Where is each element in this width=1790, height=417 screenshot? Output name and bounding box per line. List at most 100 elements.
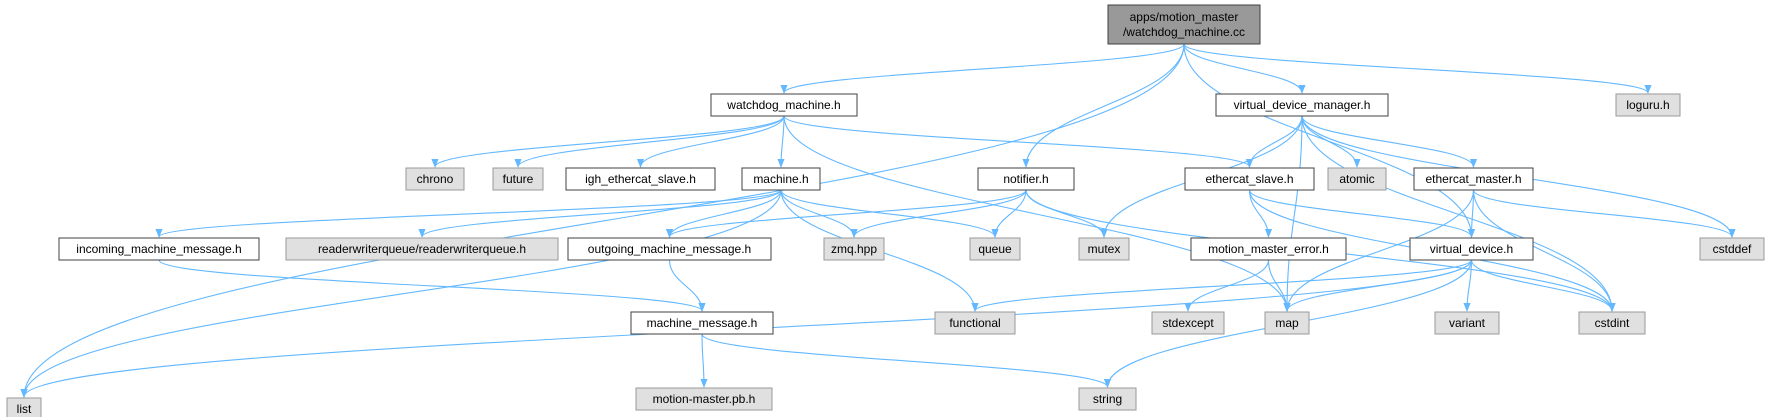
node-root[interactable]: apps/motion_master/watchdog_machine.cc <box>1107 4 1261 45</box>
node-box-readerwriterqueue_h <box>285 237 559 261</box>
node-box-variant <box>1434 311 1500 335</box>
edge-machine_h-to-zmq_hpp <box>780 189 858 238</box>
node-outgoing_machine_message_h[interactable]: outgoing_machine_message.h <box>567 237 772 261</box>
node-label-virtual_device_h: virtual_device.h <box>1430 242 1513 256</box>
node-zmq_hpp: zmq.hpp <box>823 237 885 261</box>
node-box-atomic <box>1327 167 1387 191</box>
edge-virtual_device_manager_h-to-ethercat_slave_h <box>1245 115 1303 168</box>
node-notifier_h[interactable]: notifier.h <box>977 167 1075 191</box>
node-box-outgoing_machine_message_h <box>567 237 772 261</box>
edge-watchdog_machine_h-to-map <box>783 115 1291 312</box>
node-label-future: future <box>503 172 534 186</box>
node-box-virtual_device_h <box>1409 237 1534 261</box>
edge-ethercat_slave_h-to-virtual_device_h <box>1248 189 1476 238</box>
node-machine_message_h[interactable]: machine_message.h <box>630 311 774 335</box>
edge-virtual_device_manager_h-to-cstdint <box>1301 115 1616 312</box>
edge-virtual_device_manager_h-to-ethercat_master_h <box>1301 115 1478 168</box>
edge-ethercat_master_h-to-cstddef <box>1472 189 1736 238</box>
node-map: map <box>1264 311 1310 335</box>
node-label-atomic: atomic <box>1339 172 1374 186</box>
edge-watchdog_machine_h-to-machine_h <box>777 115 785 168</box>
node-label-notifier_h: notifier.h <box>1003 172 1048 186</box>
edge-machine_h-to-readerwriterqueue_h <box>418 189 782 238</box>
node-label-motion_master_error_h: motion_master_error.h <box>1208 242 1329 256</box>
node-variant: variant <box>1434 311 1500 335</box>
node-box-motion_master_pb_h <box>635 387 773 411</box>
node-box-incoming_machine_message_h <box>58 237 260 261</box>
node-label-cstddef: cstddef <box>1713 242 1752 256</box>
node-stdexcept: stdexcept <box>1151 311 1225 335</box>
edge-ethercat_master_h-to-map <box>1283 189 1475 312</box>
node-box-map <box>1264 311 1310 335</box>
node-box-motion_master_error_h <box>1190 237 1347 261</box>
node-box-watchdog_machine_h <box>710 93 858 117</box>
node-machine_h[interactable]: machine.h <box>741 167 821 191</box>
edge-notifier_h-to-zmq_hpp <box>850 189 1027 238</box>
edge-machine_message_h-to-string <box>701 333 1111 388</box>
node-atomic: atomic <box>1327 167 1387 191</box>
node-label-root: apps/motion_master <box>1130 10 1239 24</box>
node-ethercat_master_h[interactable]: ethercat_master.h <box>1413 167 1534 191</box>
node-label-stdexcept: stdexcept <box>1162 316 1214 330</box>
node-label-queue: queue <box>978 242 1012 256</box>
edge-virtual_device_h-to-variant <box>1463 259 1473 312</box>
node-ethercat_slave_h[interactable]: ethercat_slave.h <box>1184 167 1315 191</box>
edge-virtual_device_h-to-functional <box>971 259 1473 312</box>
edge-watchdog_machine_h-to-ethercat_slave_h <box>783 115 1253 168</box>
node-label-zmq_hpp: zmq.hpp <box>831 242 877 256</box>
node-label-functional: functional <box>949 316 1000 330</box>
node-box-chrono <box>405 167 465 191</box>
node-label-string: string <box>1093 392 1122 406</box>
node-virtual_device_h[interactable]: virtual_device.h <box>1409 237 1534 261</box>
edge-virtual_device_h-to-cstdint <box>1470 259 1616 312</box>
edge-machine_h-to-list <box>20 189 782 398</box>
node-label-igh_ethercat_slave_h: igh_ethercat_slave.h <box>585 172 696 186</box>
node-label-mutex: mutex <box>1088 242 1121 256</box>
node-box-queue <box>969 237 1021 261</box>
edge-notifier_h-to-outgoing_machine_message_h <box>666 189 1027 238</box>
edge-outgoing_machine_message_h-to-machine_message_h <box>668 259 706 312</box>
edge-watchdog_machine_h-to-chrono <box>431 115 785 168</box>
node-label-incoming_machine_message_h: incoming_machine_message.h <box>76 242 241 256</box>
node-label-readerwriterqueue_h: readerwriterqueue/readerwriterqueue.h <box>318 242 526 256</box>
edge-root-to-loguru_h <box>1183 43 1652 94</box>
node-label-ethercat_slave_h: ethercat_slave.h <box>1205 172 1293 186</box>
node-future: future <box>492 167 544 191</box>
edges-layer <box>20 43 1736 398</box>
node-box-mutex <box>1078 237 1130 261</box>
edge-notifier_h-to-queue <box>991 189 1027 238</box>
node-label-cstdint: cstdint <box>1595 316 1630 330</box>
edge-machine_h-to-queue <box>780 189 999 238</box>
node-box-loguru_h <box>1615 93 1681 117</box>
node-functional: functional <box>934 311 1016 335</box>
node-box-cstdint <box>1578 311 1646 335</box>
node-cstdint: cstdint <box>1578 311 1646 335</box>
edge-root-to-watchdog_machine_h <box>780 43 1185 94</box>
edge-virtual_device_manager_h-to-atomic <box>1301 115 1361 168</box>
node-igh_ethercat_slave_h[interactable]: igh_ethercat_slave.h <box>565 167 716 191</box>
node-label-outgoing_machine_message_h: outgoing_machine_message.h <box>588 242 751 256</box>
edge-root-to-notifier_h <box>1022 43 1185 168</box>
node-motion_master_error_h[interactable]: motion_master_error.h <box>1190 237 1347 261</box>
node-label-machine_message_h: machine_message.h <box>647 316 758 330</box>
node-box-future <box>492 167 544 191</box>
node-cstddef: cstddef <box>1699 237 1765 261</box>
node-chrono: chrono <box>405 167 465 191</box>
node-box-string <box>1078 387 1137 411</box>
node-watchdog_machine_h[interactable]: watchdog_machine.h <box>710 93 858 117</box>
node-box-machine_message_h <box>630 311 774 335</box>
edge-ethercat_master_h-to-cstdint <box>1472 189 1616 312</box>
edge-incoming_machine_message_h-to-machine_message_h <box>158 259 706 312</box>
node-queue: queue <box>969 237 1021 261</box>
node-box-ethercat_slave_h <box>1184 167 1315 191</box>
node-label-machine_h: machine.h <box>753 172 808 186</box>
node-incoming_machine_message_h[interactable]: incoming_machine_message.h <box>58 237 260 261</box>
node-label-list: list <box>17 402 32 416</box>
node-box-igh_ethercat_slave_h <box>565 167 716 191</box>
node-box-virtual_device_manager_h <box>1215 93 1389 117</box>
edge-watchdog_machine_h-to-future <box>514 115 785 168</box>
node-virtual_device_manager_h[interactable]: virtual_device_manager.h <box>1215 93 1389 117</box>
node-box-zmq_hpp <box>823 237 885 261</box>
